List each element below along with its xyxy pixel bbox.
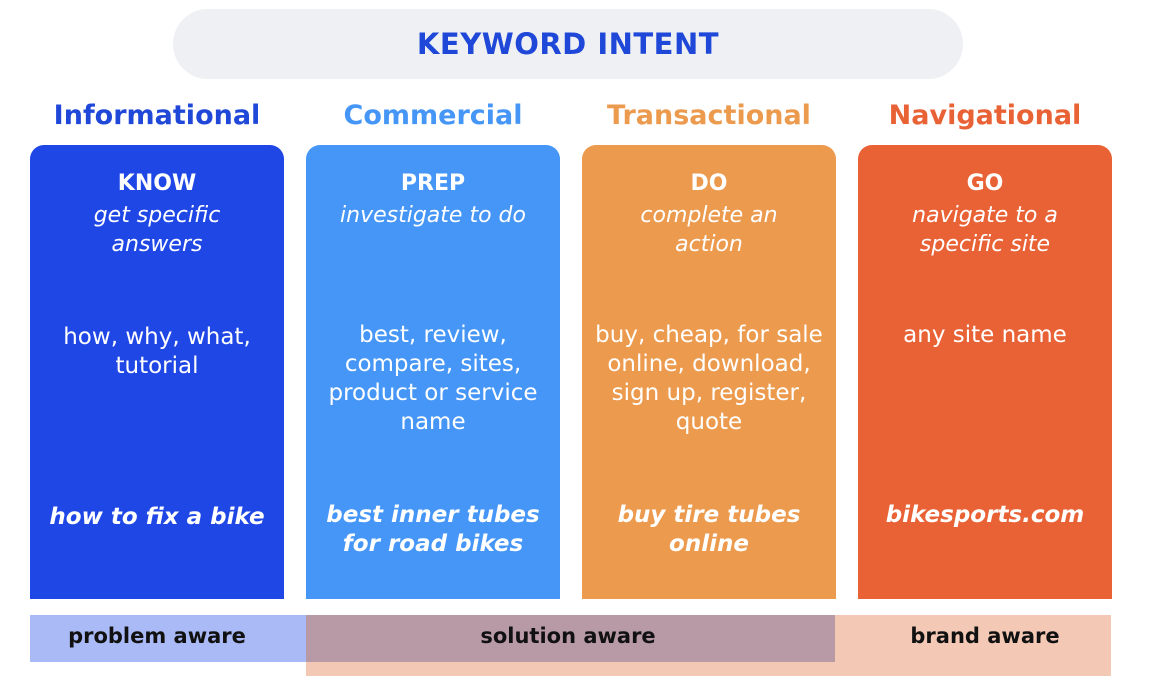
column-heading-commercial: Commercial — [343, 100, 523, 131]
intent-description: complete an action — [640, 203, 778, 257]
intent-keywords: how, why, what, tutorial — [63, 324, 251, 379]
intent-card-informational: KNOW get specific answers how, why, what… — [30, 145, 284, 599]
intent-example: how to fix a bike — [49, 504, 265, 530]
intent-example: best inner tubes for road bikes — [326, 502, 540, 557]
column-heading-navigational: Navigational — [888, 100, 1082, 131]
intent-verb: PREP — [400, 171, 466, 196]
intent-keywords: any site name — [903, 322, 1067, 348]
intent-verb: DO — [690, 171, 728, 196]
intent-card-transactional: DO complete an action buy, cheap, for sa… — [582, 145, 836, 599]
intent-verb: GO — [966, 171, 1004, 196]
intent-example: buy tire tubes online — [617, 502, 801, 557]
problem-aware-label: problem aware — [68, 624, 246, 648]
intent-example: bikesports.com — [885, 502, 1085, 528]
column-heading-informational: Informational — [53, 100, 261, 131]
page-title: KEYWORD INTENT — [416, 27, 720, 61]
intent-keywords: best, review, compare, sites, product or… — [328, 322, 538, 435]
solution-aware-band — [306, 615, 835, 662]
intent-keywords: buy, cheap, for sale online, download, s… — [595, 322, 823, 435]
column-heading-transactional: Transactional — [607, 100, 811, 131]
intent-description: investigate to do — [340, 203, 526, 228]
title-banner: KEYWORD INTENT — [173, 9, 963, 79]
brand-aware-band — [835, 615, 1111, 676]
problem-aware-band — [30, 615, 306, 662]
intent-verb: KNOW — [117, 171, 197, 196]
solution-aware-label: solution aware — [480, 624, 656, 648]
solution-aware-band-overlap — [306, 662, 835, 676]
intent-card-commercial: PREP investigate to do best, review, com… — [306, 145, 560, 599]
brand-aware-label: brand aware — [910, 624, 1060, 648]
intent-description: get specific answers — [93, 203, 221, 257]
intent-card-navigational: GO navigate to a specific site any site … — [858, 145, 1112, 599]
intent-description: navigate to a specific site — [912, 203, 1058, 257]
